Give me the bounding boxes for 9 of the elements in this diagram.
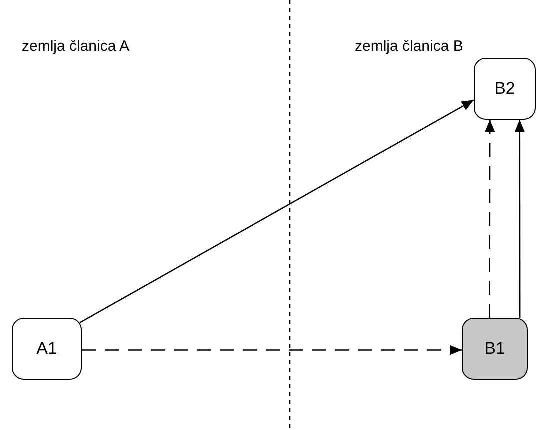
rounded-box: B1	[462, 318, 528, 380]
rounded-box: A1	[12, 318, 82, 380]
rounded-box: B2	[474, 58, 536, 120]
arrow	[485, 120, 496, 318]
arrow	[80, 100, 474, 324]
arrow	[514, 120, 525, 318]
region-label: zemlja članica A	[22, 37, 130, 57]
arrow	[82, 345, 462, 356]
region-label: zemlja članica B	[355, 37, 464, 57]
